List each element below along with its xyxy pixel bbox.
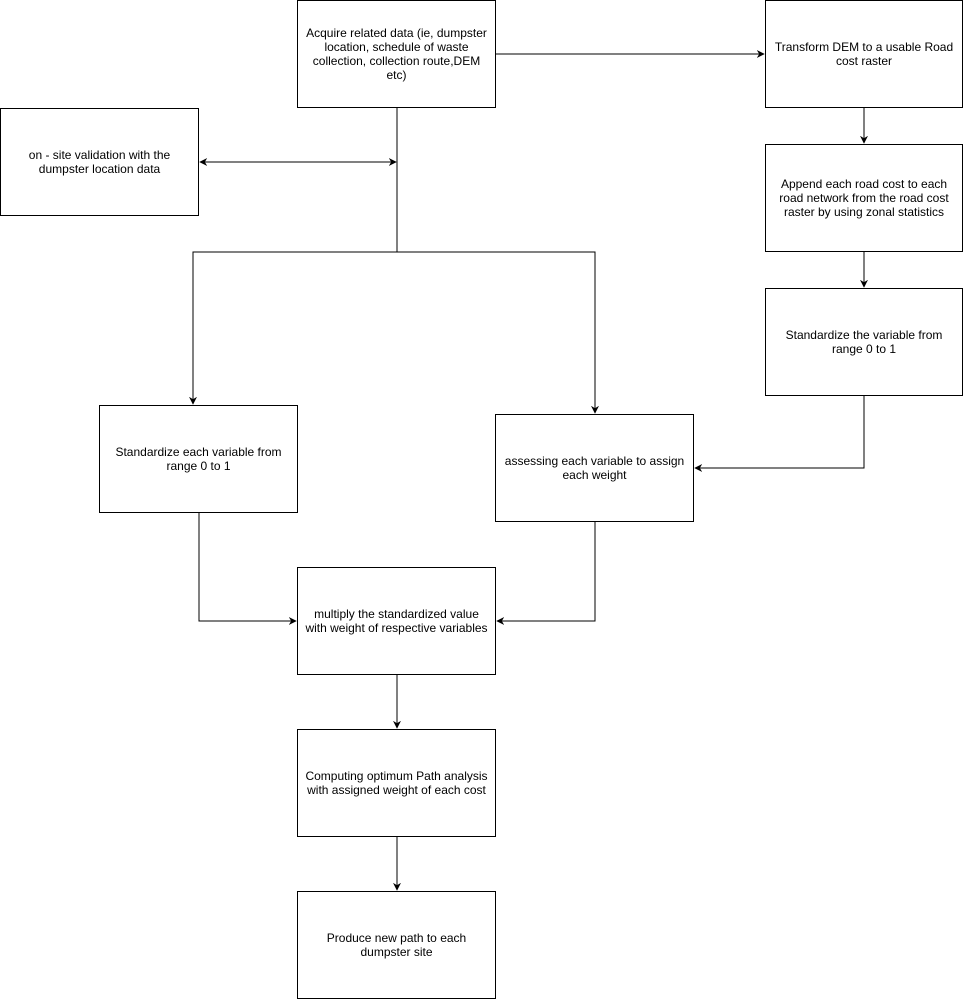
- node-assess-weight: assessing each variable to assign each w…: [495, 414, 694, 522]
- node-transform-dem: Transform DEM to a usable Road cost rast…: [765, 0, 963, 108]
- node-append-road-cost-label: Append each road cost to each road netwo…: [779, 177, 949, 219]
- node-acquire-data: Acquire related data (ie, dumpster locat…: [297, 0, 496, 108]
- node-transform-dem-label: Transform DEM to a usable Road cost rast…: [774, 40, 954, 68]
- node-onsite-validation-label: on - site validation with the dumpster l…: [28, 148, 171, 176]
- node-multiply-weights-label: multiply the standardized value with wei…: [305, 607, 488, 635]
- node-assess-weight-label: assessing each variable to assign each w…: [504, 454, 685, 482]
- edge-assess-to-multiply: [496, 522, 596, 625]
- node-compute-optimum-path: Computing optimum Path analysis with ass…: [297, 729, 496, 837]
- node-produce-new-path: Produce new path to each dumpster site: [297, 891, 496, 999]
- node-onsite-validation: on - site validation with the dumpster l…: [0, 108, 199, 216]
- node-standardize-variable-label: Standardize the variable from range 0 to…: [785, 328, 943, 356]
- edge-acquire-to-assess: [397, 251, 599, 414]
- node-standardize-variable: Standardize the variable from range 0 to…: [765, 288, 963, 396]
- node-multiply-weights: multiply the standardized value with wei…: [297, 567, 496, 675]
- node-produce-new-path-label: Produce new path to each dumpster site: [326, 931, 467, 959]
- node-standardize-each-variable: Standardize each variable from range 0 t…: [99, 405, 298, 513]
- node-append-road-cost: Append each road cost to each road netwo…: [765, 144, 963, 252]
- node-compute-optimum-path-label: Computing optimum Path analysis with ass…: [305, 769, 488, 797]
- node-standardize-each-variable-label: Standardize each variable from range 0 t…: [115, 445, 282, 473]
- node-acquire-data-label: Acquire related data (ie, dumpster locat…: [306, 26, 487, 82]
- edge-stdeach-to-multiply: [198, 513, 297, 625]
- edge-stdvar-to-assess: [694, 396, 865, 472]
- edge-acquire-to-stdeach: [189, 251, 397, 405]
